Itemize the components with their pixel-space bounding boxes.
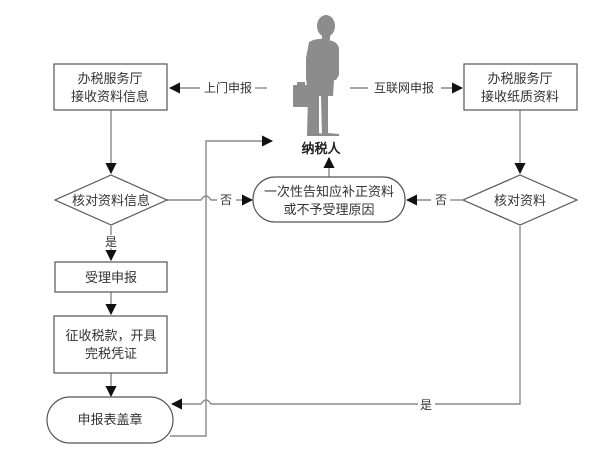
edge-label-onsite: 上门申报 [204, 80, 252, 95]
edge-label-info-yes: 是 [105, 235, 117, 249]
node-hall-receive-paper-line2: 接收纸质资料 [481, 89, 559, 105]
node-hall-receive-info-line2: 接收资料信息 [71, 89, 149, 105]
node-check-materials: 核对资料 [461, 174, 579, 226]
edge-label-info-no: 否 [220, 193, 232, 207]
node-check-info: 核对资料信息 [53, 174, 169, 226]
edge-label-internet: 互联网申报 [374, 80, 434, 95]
edge-stamp-back [170, 135, 274, 437]
node-notify-line2: 或不予受理原因 [283, 203, 374, 218]
node-hall-receive-info-line1: 办税服务厅 [77, 71, 142, 87]
edge-onsite: 上门申报 [168, 80, 267, 95]
edge-materials-no: 否 [405, 193, 462, 207]
node-hall-receive-paper: 办税服务厅 接收纸质资料 [463, 63, 578, 111]
node-hall-receive-info: 办税服务厅 接收资料信息 [53, 63, 168, 111]
edge-label-materials-yes: 是 [420, 398, 432, 412]
node-stamp-text: 申报表盖章 [77, 412, 142, 428]
node-collect-tax-line1: 征收税款，开具 [65, 329, 156, 344]
node-accept: 受理申报 [54, 261, 168, 293]
edge-internet: 互联网申报 [350, 80, 464, 95]
actor-label: 纳税人 [301, 141, 341, 157]
node-notify: 一次性告知应补正资料 或不予受理原因 [252, 176, 406, 223]
node-hall-receive-paper-line1: 办税服务厅 [487, 71, 552, 87]
node-collect-tax: 征收税款，开具 完税凭证 [53, 315, 168, 374]
node-stamp: 申报表盖章 [46, 396, 174, 444]
businessman-silhouette-icon [293, 15, 339, 136]
node-check-info-text: 核对资料信息 [72, 193, 150, 209]
node-accept-text: 受理申报 [85, 271, 137, 286]
node-check-materials-text: 核对资料 [494, 194, 546, 209]
node-collect-tax-line2: 完税凭证 [85, 347, 137, 362]
edge-info-yes: 是 [105, 226, 117, 262]
edge-label-materials-no: 否 [435, 193, 447, 207]
edge-materials-yes: 是 [170, 226, 521, 412]
node-notify-line1: 一次性告知应补正资料 [264, 184, 394, 200]
edge-info-no: 否 [167, 193, 254, 207]
